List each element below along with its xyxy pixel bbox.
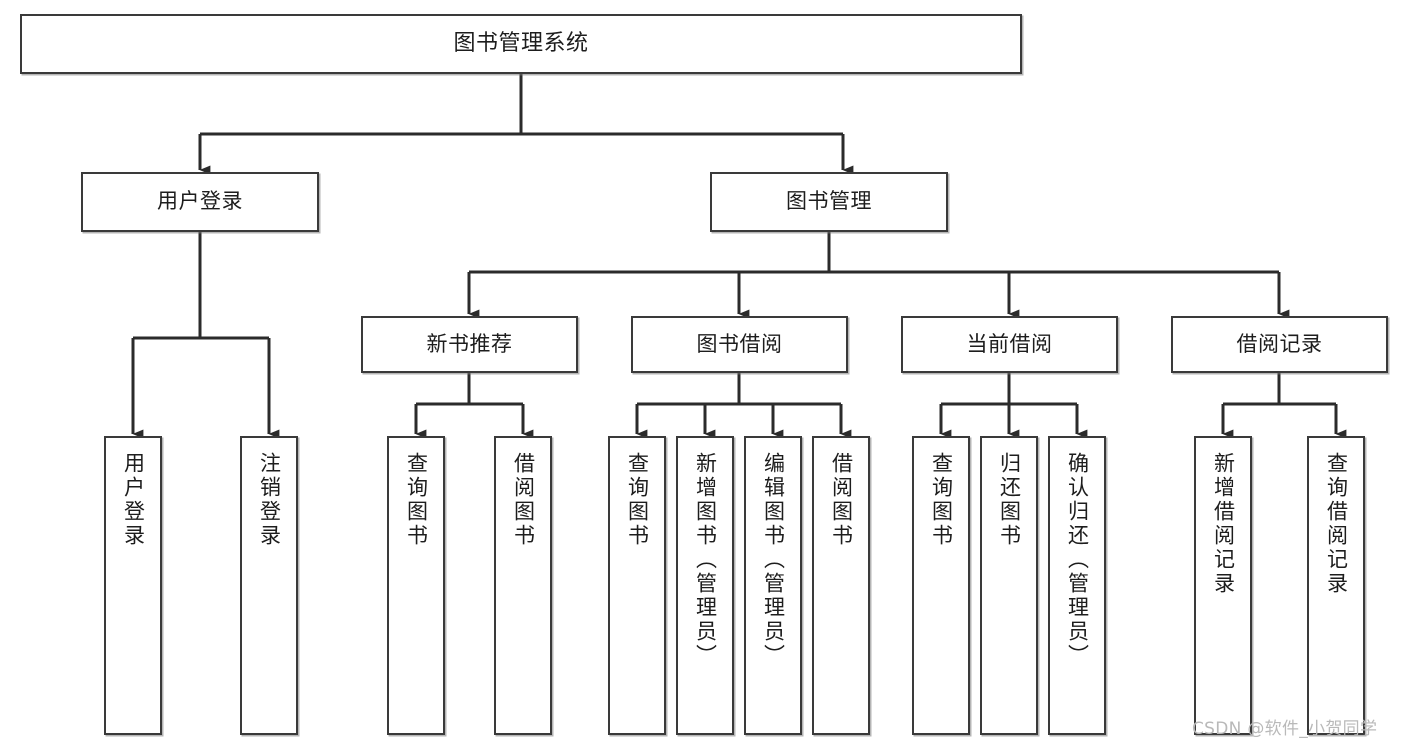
node-leaf-query-book-2-label: 查询图书	[625, 452, 650, 548]
node-leaf-borrow-book-1[interactable]: 借阅图书	[494, 436, 552, 735]
node-leaf-add-borrow-record[interactable]: 新增借阅记录	[1194, 436, 1252, 735]
node-leaf-borrow-book-1-label: 借阅图书	[511, 452, 536, 548]
node-root-system[interactable]: 图书管理系统	[20, 14, 1022, 74]
node-new-book-recommend-label: 新书推荐	[426, 331, 513, 356]
node-leaf-add-borrow-record-label: 新增借阅记录	[1211, 452, 1236, 596]
node-leaf-query-borrow-record[interactable]: 查询借阅记录	[1307, 436, 1365, 735]
node-leaf-confirm-return[interactable]: 确认归还（管理员）	[1048, 436, 1106, 735]
node-borrow-record-label: 借阅记录	[1236, 331, 1323, 356]
node-leaf-query-book-3[interactable]: 查询图书	[912, 436, 970, 735]
node-leaf-return-book[interactable]: 归还图书	[980, 436, 1038, 735]
node-root-system-label: 图书管理系统	[453, 30, 589, 56]
node-user-login[interactable]: 用户登录	[81, 172, 319, 232]
node-borrow-record[interactable]: 借阅记录	[1171, 316, 1388, 373]
node-leaf-edit-book[interactable]: 编辑图书（管理员）	[744, 436, 802, 735]
node-new-book-recommend[interactable]: 新书推荐	[361, 316, 578, 373]
node-book-management[interactable]: 图书管理	[710, 172, 948, 232]
node-leaf-user-login-label: 用户登录	[121, 452, 146, 548]
node-leaf-query-book-3-label: 查询图书	[929, 452, 954, 548]
node-book-management-label: 图书管理	[786, 189, 872, 214]
watermark-text: CSDN @软件_小贺同学	[1192, 719, 1378, 739]
node-leaf-logout-login-label: 注销登录	[257, 452, 282, 548]
node-leaf-query-borrow-record-label: 查询借阅记录	[1324, 452, 1349, 596]
node-book-borrow[interactable]: 图书借阅	[631, 316, 848, 373]
node-leaf-edit-book-label: 编辑图书（管理员）	[761, 452, 786, 668]
node-leaf-return-book-label: 归还图书	[997, 452, 1022, 548]
node-current-borrow-label: 当前借阅	[966, 331, 1053, 356]
node-leaf-query-book-1-label: 查询图书	[404, 452, 429, 548]
node-leaf-borrow-book-2[interactable]: 借阅图书	[812, 436, 870, 735]
node-leaf-add-book[interactable]: 新增图书（管理员）	[676, 436, 734, 735]
node-leaf-confirm-return-label: 确认归还（管理员）	[1065, 452, 1090, 668]
node-leaf-user-login[interactable]: 用户登录	[104, 436, 162, 735]
node-leaf-add-book-label: 新增图书（管理员）	[693, 452, 718, 668]
node-book-borrow-label: 图书借阅	[696, 331, 783, 356]
node-leaf-query-book-2[interactable]: 查询图书	[608, 436, 666, 735]
node-leaf-query-book-1[interactable]: 查询图书	[387, 436, 445, 735]
node-current-borrow[interactable]: 当前借阅	[901, 316, 1118, 373]
node-user-login-label: 用户登录	[157, 189, 243, 214]
node-leaf-logout-login[interactable]: 注销登录	[240, 436, 298, 735]
node-leaf-borrow-book-2-label: 借阅图书	[829, 452, 854, 548]
